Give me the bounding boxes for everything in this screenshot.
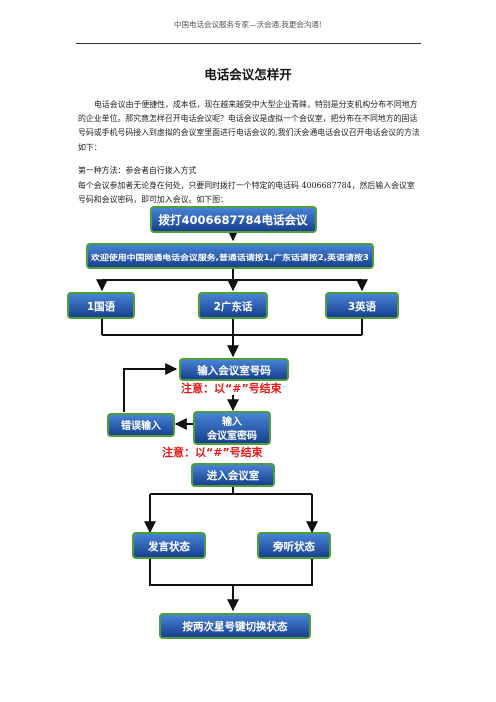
node-listen-mode: 旁听状态 — [257, 532, 331, 559]
node-option-mandarin: 1国语 — [67, 292, 135, 319]
node-toggle-mode-label: 按两次星号键切换状态 — [183, 620, 288, 633]
node-option-cantonese: 2广东话 — [198, 292, 268, 319]
note-password-hash: 注意：以“#”号结束 — [162, 445, 264, 459]
node-password-line1: 输入 — [222, 415, 242, 428]
node-room-number-label: 输入会议室号码 — [197, 364, 271, 377]
node-password: 输入 会议室密码 — [193, 411, 271, 445]
node-option-english-label: 3英语 — [348, 300, 377, 313]
intro-paragraph: 电话会议由于便捷性，成本低，现在越来越受中大型企业青睐，特别是分支机构分布不同地… — [78, 100, 420, 152]
node-option-english: 3英语 — [325, 292, 399, 319]
node-option-mandarin-label: 1国语 — [87, 300, 116, 313]
node-dial: 拨打4006687784电话会议 — [150, 206, 317, 233]
note-room-hash: 注意：以“#”号结束 — [181, 381, 283, 395]
node-dial-label: 拨打4006687784电话会议 — [158, 213, 308, 227]
connector-lines — [96, 229, 368, 612]
node-option-cantonese-label: 2广东话 — [214, 300, 253, 313]
node-error-input: 错误输入 — [107, 413, 175, 437]
node-password-line2: 会议室密码 — [207, 429, 257, 442]
node-toggle-mode: 按两次星号键切换状态 — [159, 613, 311, 639]
page-header: 中国电话会议服务专家—沃会通,我更会沟通! — [0, 0, 496, 46]
node-enter-room-label: 进入会议室 — [207, 469, 260, 482]
method1-heading: 第一种方法：参会者自行拨入方式 — [78, 166, 197, 175]
node-error-input-label: 错误输入 — [121, 419, 161, 432]
node-listen-mode-label: 旁听状态 — [272, 540, 315, 553]
node-welcome: 欢迎使用中国网通电话会议服务,普通话请按1,广东话请按2,英语请按3 — [86, 243, 374, 269]
node-speak-mode: 发言状态 — [132, 532, 206, 559]
method1-description: 每个会议参加者无论身在何处，只要同时拨打一个特定的电话码 4006687784，… — [78, 181, 415, 205]
node-speak-mode-label: 发言状态 — [147, 540, 190, 553]
page-title: 电话会议怎样开 — [204, 67, 292, 82]
node-welcome-label: 欢迎使用中国网通电话会议服务,普通话请按1,广东话请按2,英语请按3 — [90, 252, 369, 262]
node-room-number: 输入会议室号码 — [179, 358, 289, 381]
header-rule — [76, 43, 421, 44]
node-enter-room: 进入会议室 — [191, 463, 275, 487]
header-text: 中国电话会议服务专家—沃会通,我更会沟通! — [174, 20, 322, 29]
